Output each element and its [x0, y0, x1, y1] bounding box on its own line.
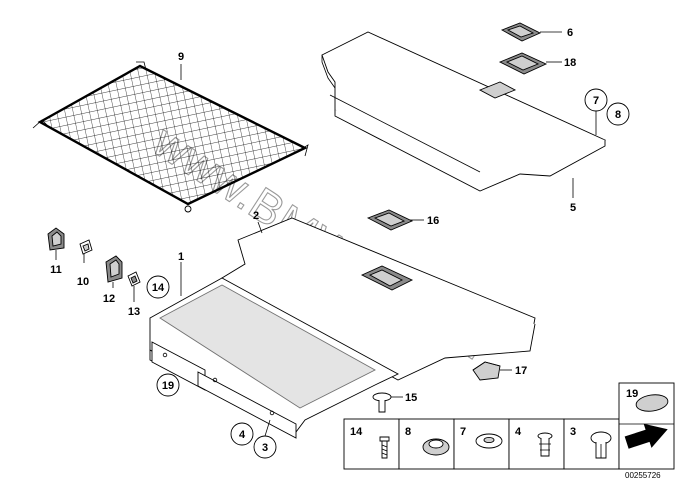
part-clip-11[interactable]: [47, 227, 65, 251]
callout-9: 9: [178, 51, 184, 63]
part-upper-shelf[interactable]: [321, 31, 607, 192]
legend-label-14: 14: [350, 426, 363, 438]
part-handle-16[interactable]: [366, 209, 414, 231]
callout-16: 16: [427, 215, 439, 227]
callout-15: 15: [405, 392, 417, 404]
callout-circle-8: [606, 102, 630, 126]
callout-18: 18: [564, 57, 576, 69]
callout-12: 12: [103, 293, 115, 305]
part-side-trim[interactable]: [149, 277, 399, 439]
legend-row: 14 8 7 4 3 19: [343, 382, 675, 470]
legend-label-19: 19: [626, 388, 638, 400]
part-cover-6[interactable]: [500, 22, 542, 42]
callout-2: 2: [253, 210, 259, 222]
arrow-icon: [624, 423, 668, 449]
part-clip-10[interactable]: [79, 239, 93, 255]
callout-1: 1: [178, 251, 184, 263]
callout-6: 6: [567, 27, 573, 39]
legend-label-4: 4: [515, 426, 522, 438]
part-clip-18[interactable]: [498, 52, 548, 75]
legend-label-8: 8: [405, 426, 411, 438]
callout-circle-4: [230, 422, 254, 446]
callout-14: 14: [152, 282, 165, 294]
callout-17: 17: [515, 365, 527, 377]
callout-10: 10: [77, 276, 89, 288]
part-cargo-net[interactable]: [32, 61, 309, 213]
legend-label-7: 7: [460, 426, 466, 438]
callout-7: 7: [593, 95, 599, 107]
part-cap-17[interactable]: [472, 361, 501, 381]
callout-13: 13: [128, 306, 140, 318]
legend-label-3: 3: [570, 426, 576, 438]
reference-number: 00255726: [625, 471, 661, 480]
callout-3: 3: [262, 442, 268, 454]
legend-box-14[interactable]: [343, 418, 400, 470]
legend-box-3[interactable]: [563, 418, 620, 470]
leader-3: [264, 419, 271, 437]
callout-circle-14: [146, 275, 170, 299]
callout-11: 11: [50, 264, 62, 276]
leader-2: [257, 221, 263, 234]
part-clip-12[interactable]: [105, 255, 123, 283]
callout-5: 5: [570, 202, 576, 214]
callout-19: 19: [162, 380, 174, 392]
callout-circle-19: [156, 373, 180, 397]
part-pin-15[interactable]: [372, 392, 392, 413]
plug-icon: [635, 394, 669, 412]
callout-8: 8: [615, 109, 621, 121]
part-clip-13[interactable]: [127, 271, 141, 287]
callout-4: 4: [239, 429, 246, 441]
